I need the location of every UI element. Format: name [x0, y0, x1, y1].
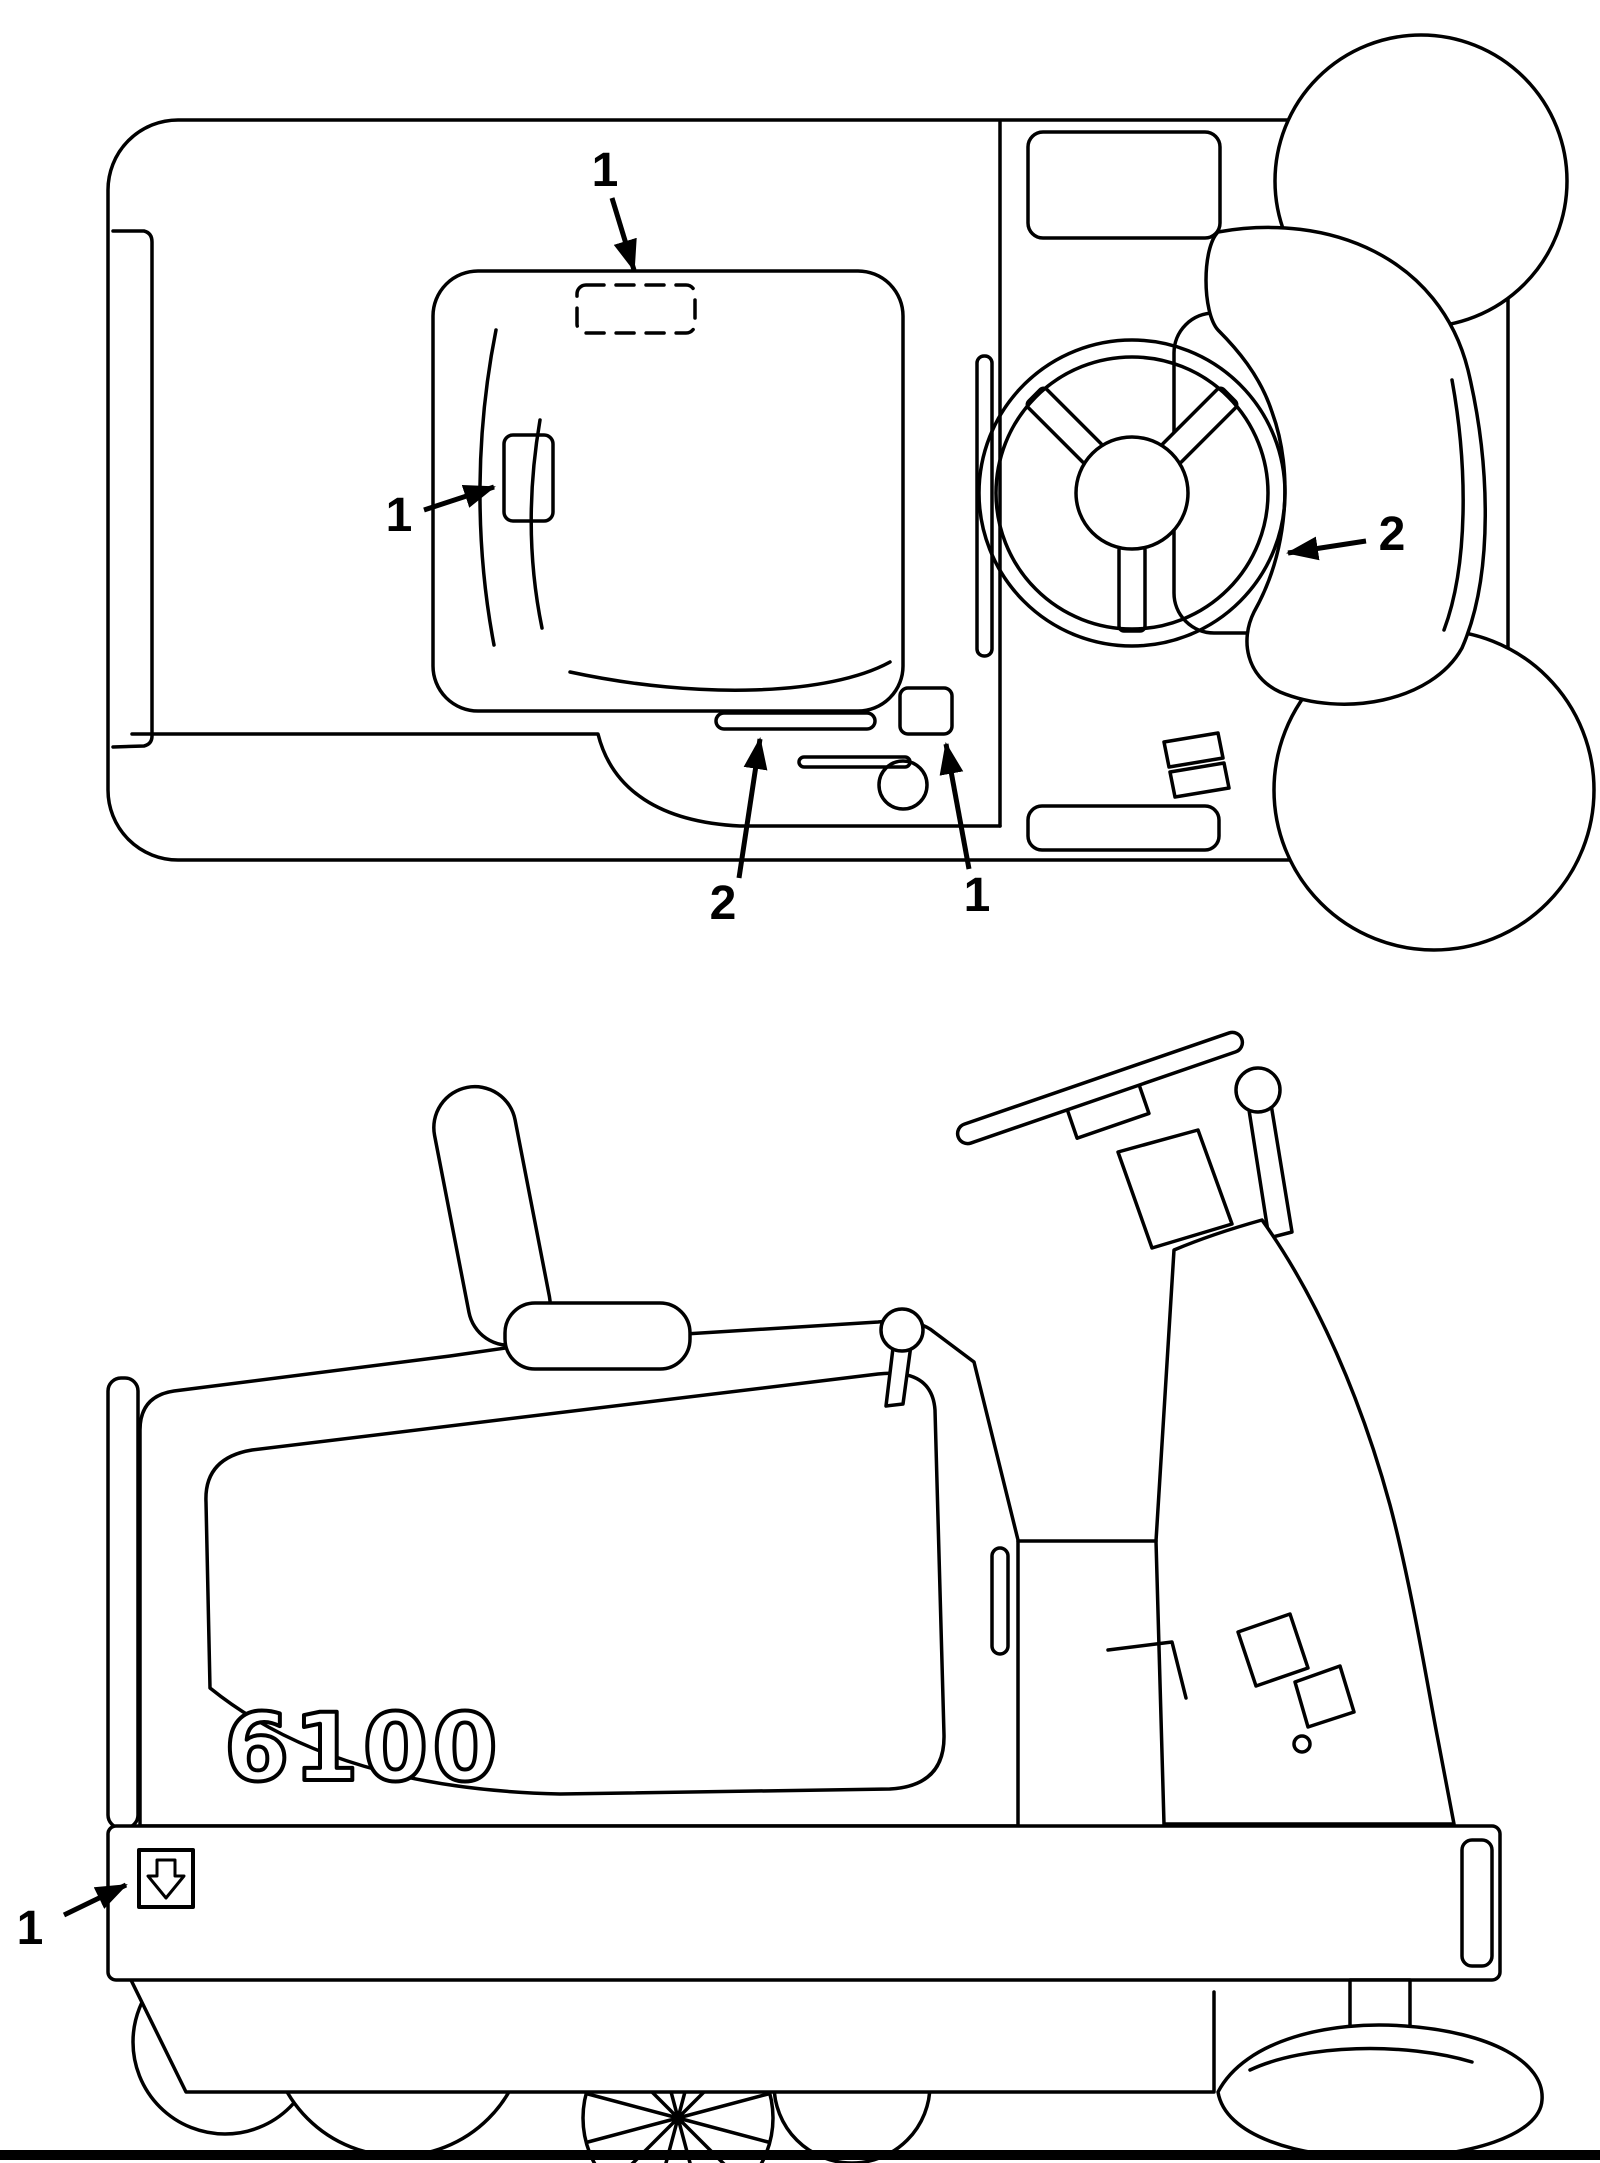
pedal-plate: [1236, 1612, 1310, 1688]
seat-inner-contour: [1442, 378, 1465, 632]
hood-hinge-slot: [975, 354, 994, 658]
bumper-end-cap: [1460, 1838, 1494, 1968]
down-arrow-icon: [146, 1858, 186, 1900]
callout-label: 2: [710, 877, 737, 930]
side-view-callouts: 1: [17, 1882, 128, 1955]
model-number-text: 6100: [224, 1694, 502, 1803]
front-bumper-strip: [111, 229, 154, 749]
callout-arrow: [423, 484, 496, 513]
callout-arrow: [609, 197, 637, 272]
side-brush-disc: [1216, 2023, 1544, 2160]
floor-step-edge: [130, 732, 1002, 828]
side-brush-assembly: [1216, 1978, 1544, 2160]
callout-arrow: [62, 1882, 128, 1918]
steering-wheel: [977, 338, 1287, 648]
front-strip: [106, 1376, 140, 1830]
pedal-bolt: [1292, 1734, 1312, 1754]
floor-knob: [877, 759, 929, 811]
seat-cushion: [503, 1301, 692, 1371]
side-view-illustration: 6100: [106, 1030, 1544, 2163]
page-bottom-rule: [0, 2150, 1600, 2160]
steering-column: [1116, 1128, 1234, 1250]
callout-label: 1: [592, 144, 619, 197]
floor-mat: [1026, 804, 1221, 852]
floor-slot: [714, 711, 877, 731]
pedal-plate-2: [1293, 1664, 1356, 1729]
callout-label: 1: [964, 869, 991, 922]
top-view-illustration: [106, 33, 1596, 952]
steering-spoke: [1117, 543, 1147, 633]
steering-rim-inner: [994, 355, 1270, 631]
hood-side-panel: [204, 1371, 946, 1796]
hood-contour-line-3: [568, 660, 892, 692]
steering-wheel-side: [955, 1030, 1245, 1146]
console-tower: [1154, 1218, 1456, 1826]
bumper-decal: [137, 1848, 195, 1909]
hinge-bar: [990, 1546, 1010, 1656]
side-brush-contour: [1248, 2046, 1474, 2072]
decal-hood-top: [575, 283, 697, 335]
decal-floor-square: [898, 686, 954, 736]
skirt-outline: [128, 1976, 1216, 2094]
callout-arrow: [736, 737, 768, 879]
steering-rim-outer: [977, 338, 1287, 648]
callout-label: 1: [17, 1902, 44, 1955]
control-lever-stem: [1247, 1102, 1294, 1240]
pedal-arm: [1106, 1640, 1188, 1700]
pedal-top-view: [1162, 731, 1225, 769]
callout-arrow: [1286, 536, 1367, 561]
skirt-mask: [130, 1978, 1214, 2092]
cowl-lever-knob: [879, 1307, 925, 1353]
callout-label: 1: [386, 489, 413, 542]
rear-panel: [1026, 130, 1222, 240]
bumper-band: [106, 1824, 1502, 1982]
hood-cover: [431, 269, 905, 713]
steering-hub: [1074, 435, 1190, 551]
control-lever-knob: [1234, 1066, 1282, 1114]
operator-seat-contour: [1204, 225, 1487, 706]
top-view-callouts: 1 1 2 2 1: [386, 144, 1406, 930]
hood-contour-line-2: [529, 418, 544, 630]
callout-label: 2: [1379, 508, 1406, 561]
steering-wheel-bar: [955, 1030, 1245, 1146]
callout-arrow: [939, 742, 972, 870]
decal-hood-left: [502, 433, 555, 523]
body-side-outline: [138, 1319, 1020, 1828]
pedal-top-view-2: [1168, 761, 1231, 799]
